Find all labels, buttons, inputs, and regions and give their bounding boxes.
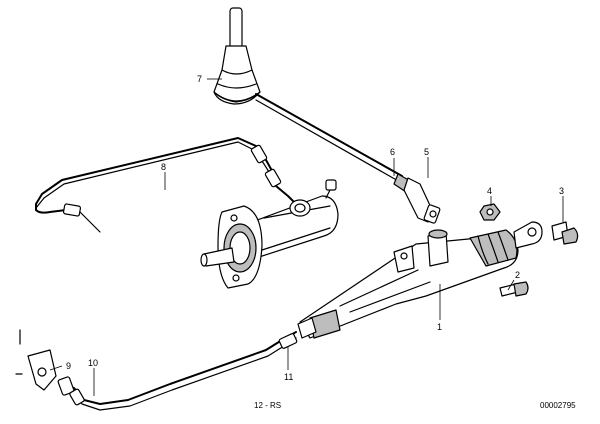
drawing-number: 00002795 bbox=[540, 401, 576, 410]
part-label-2: 2 bbox=[515, 270, 520, 280]
part-labels: 7 8 6 5 4 3 2 1 9 10 11 bbox=[66, 74, 564, 382]
fasteners bbox=[479, 203, 579, 297]
hydraulic-pipe-lower bbox=[15, 317, 317, 411]
master-cylinder bbox=[299, 221, 543, 339]
pedal-lever-assembly bbox=[213, 7, 403, 183]
part-label-9: 9 bbox=[66, 361, 71, 371]
reference-note: 12 - RS bbox=[254, 401, 281, 410]
part-label-4: 4 bbox=[487, 186, 492, 196]
push-rod-and-clevis bbox=[393, 173, 441, 224]
part-label-7: 7 bbox=[197, 74, 202, 84]
hydraulic-pipe-upper bbox=[35, 137, 297, 233]
part-label-10: 10 bbox=[88, 358, 98, 368]
part-label-11: 11 bbox=[284, 372, 293, 382]
part-label-6: 6 bbox=[390, 147, 395, 157]
part-label-8: 8 bbox=[161, 162, 166, 172]
part-label-3: 3 bbox=[559, 186, 564, 196]
part-label-1: 1 bbox=[437, 322, 442, 332]
leader-lines bbox=[49, 78, 564, 396]
slave-cylinder bbox=[200, 179, 339, 289]
part-label-5: 5 bbox=[424, 147, 429, 157]
